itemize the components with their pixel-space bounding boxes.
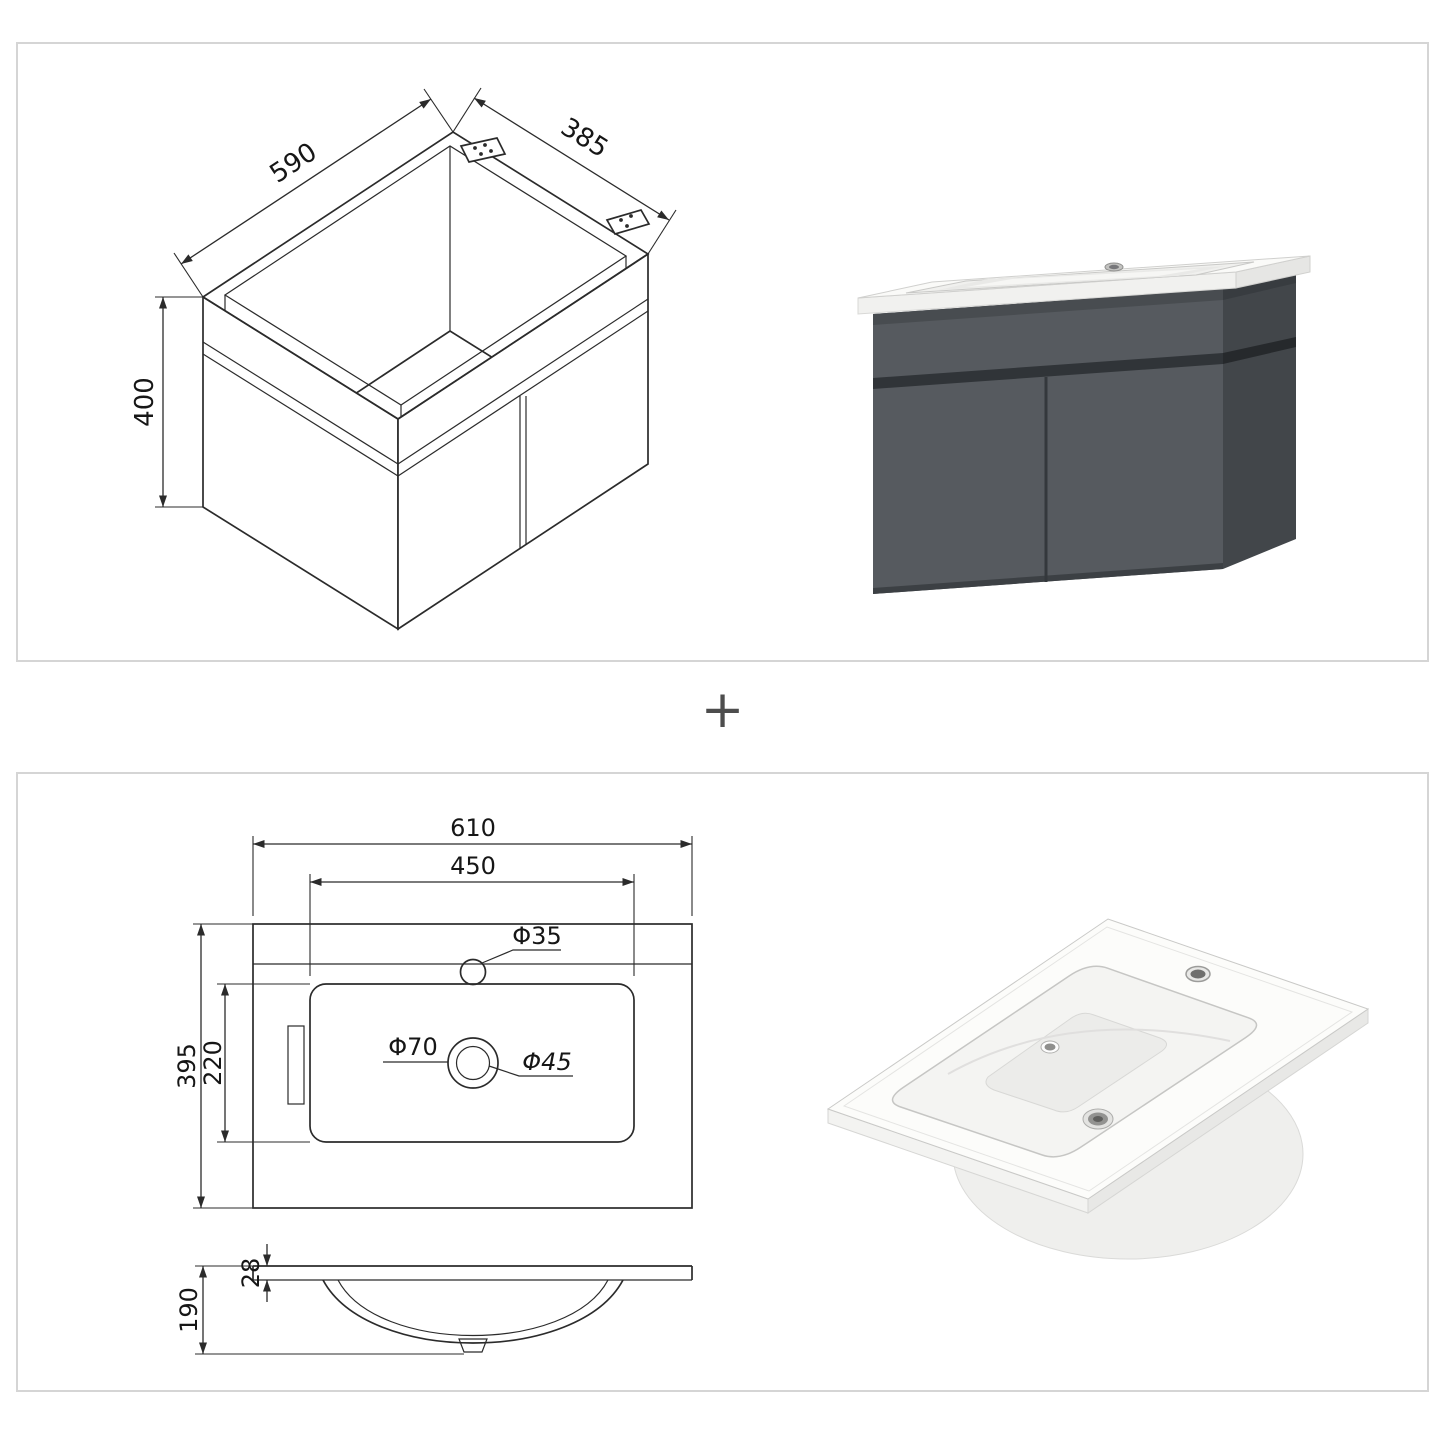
faucet-hole — [1185, 965, 1211, 983]
basin-total-height-label: 190 — [175, 1287, 203, 1333]
dimension-outer-width: 610 — [252, 814, 693, 916]
mounting-bracket-icon — [459, 137, 651, 236]
faucet-hole: Φ35 — [459, 922, 562, 986]
basin-plan-drawing: Φ35 Φ70 Φ45 610 450 395 — [173, 814, 693, 1209]
dimension-bowl-width: 450 — [309, 852, 635, 976]
basin-bowl — [891, 965, 1258, 1158]
faucet-hole-label: Φ35 — [512, 922, 561, 950]
drain-outer-label: Φ70 — [388, 1033, 437, 1061]
cabinet-render — [857, 255, 1311, 594]
basin-bowl-width-label: 450 — [450, 852, 496, 880]
dimension-bowl-depth: 220 — [199, 983, 310, 1143]
dimension-outer-depth: 395 — [173, 923, 253, 1209]
plus-divider: + — [700, 680, 745, 740]
cabinet-panel: 590 385 400 — [16, 42, 1429, 662]
dimension-height: 400 — [130, 296, 203, 508]
cabinet-body — [873, 273, 1296, 594]
basin-plan-outline — [252, 923, 693, 1209]
basin-outer-depth-label: 395 — [173, 1043, 201, 1089]
cabinet-height-label: 400 — [130, 377, 160, 427]
basin-section-drawing: 190 28 — [175, 1244, 693, 1355]
dimension-total-height: 190 — [175, 1265, 464, 1355]
basin-bowl-depth-label: 220 — [199, 1040, 227, 1086]
cabinet-dimension-drawing: 590 385 400 — [130, 87, 677, 631]
cabinet-width-label: 590 — [265, 137, 323, 189]
drain-inner-label: Φ45 — [522, 1048, 571, 1076]
cabinet-depth-label: 385 — [555, 112, 613, 164]
dimension-width: 590 — [173, 88, 454, 298]
cabinet-faces — [202, 252, 649, 631]
basin-rim-thickness-label: 28 — [237, 1258, 265, 1289]
dimension-depth: 385 — [452, 87, 677, 255]
basin-section-outline — [252, 1265, 693, 1353]
svg-defs — [0, 0, 2, 2]
drain-hole: Φ70 Φ45 — [383, 1033, 573, 1089]
basin-panel: Φ35 Φ70 Φ45 610 450 395 — [16, 772, 1429, 1392]
basin-render — [826, 918, 1370, 1260]
counter-top — [857, 255, 1311, 315]
faucet-hole — [1104, 262, 1124, 272]
basin-outer-width-label: 610 — [450, 814, 496, 842]
overflow-hole — [1040, 1040, 1060, 1054]
dimension-rim-thickness: 28 — [237, 1244, 271, 1302]
drain-hole — [1082, 1108, 1114, 1130]
